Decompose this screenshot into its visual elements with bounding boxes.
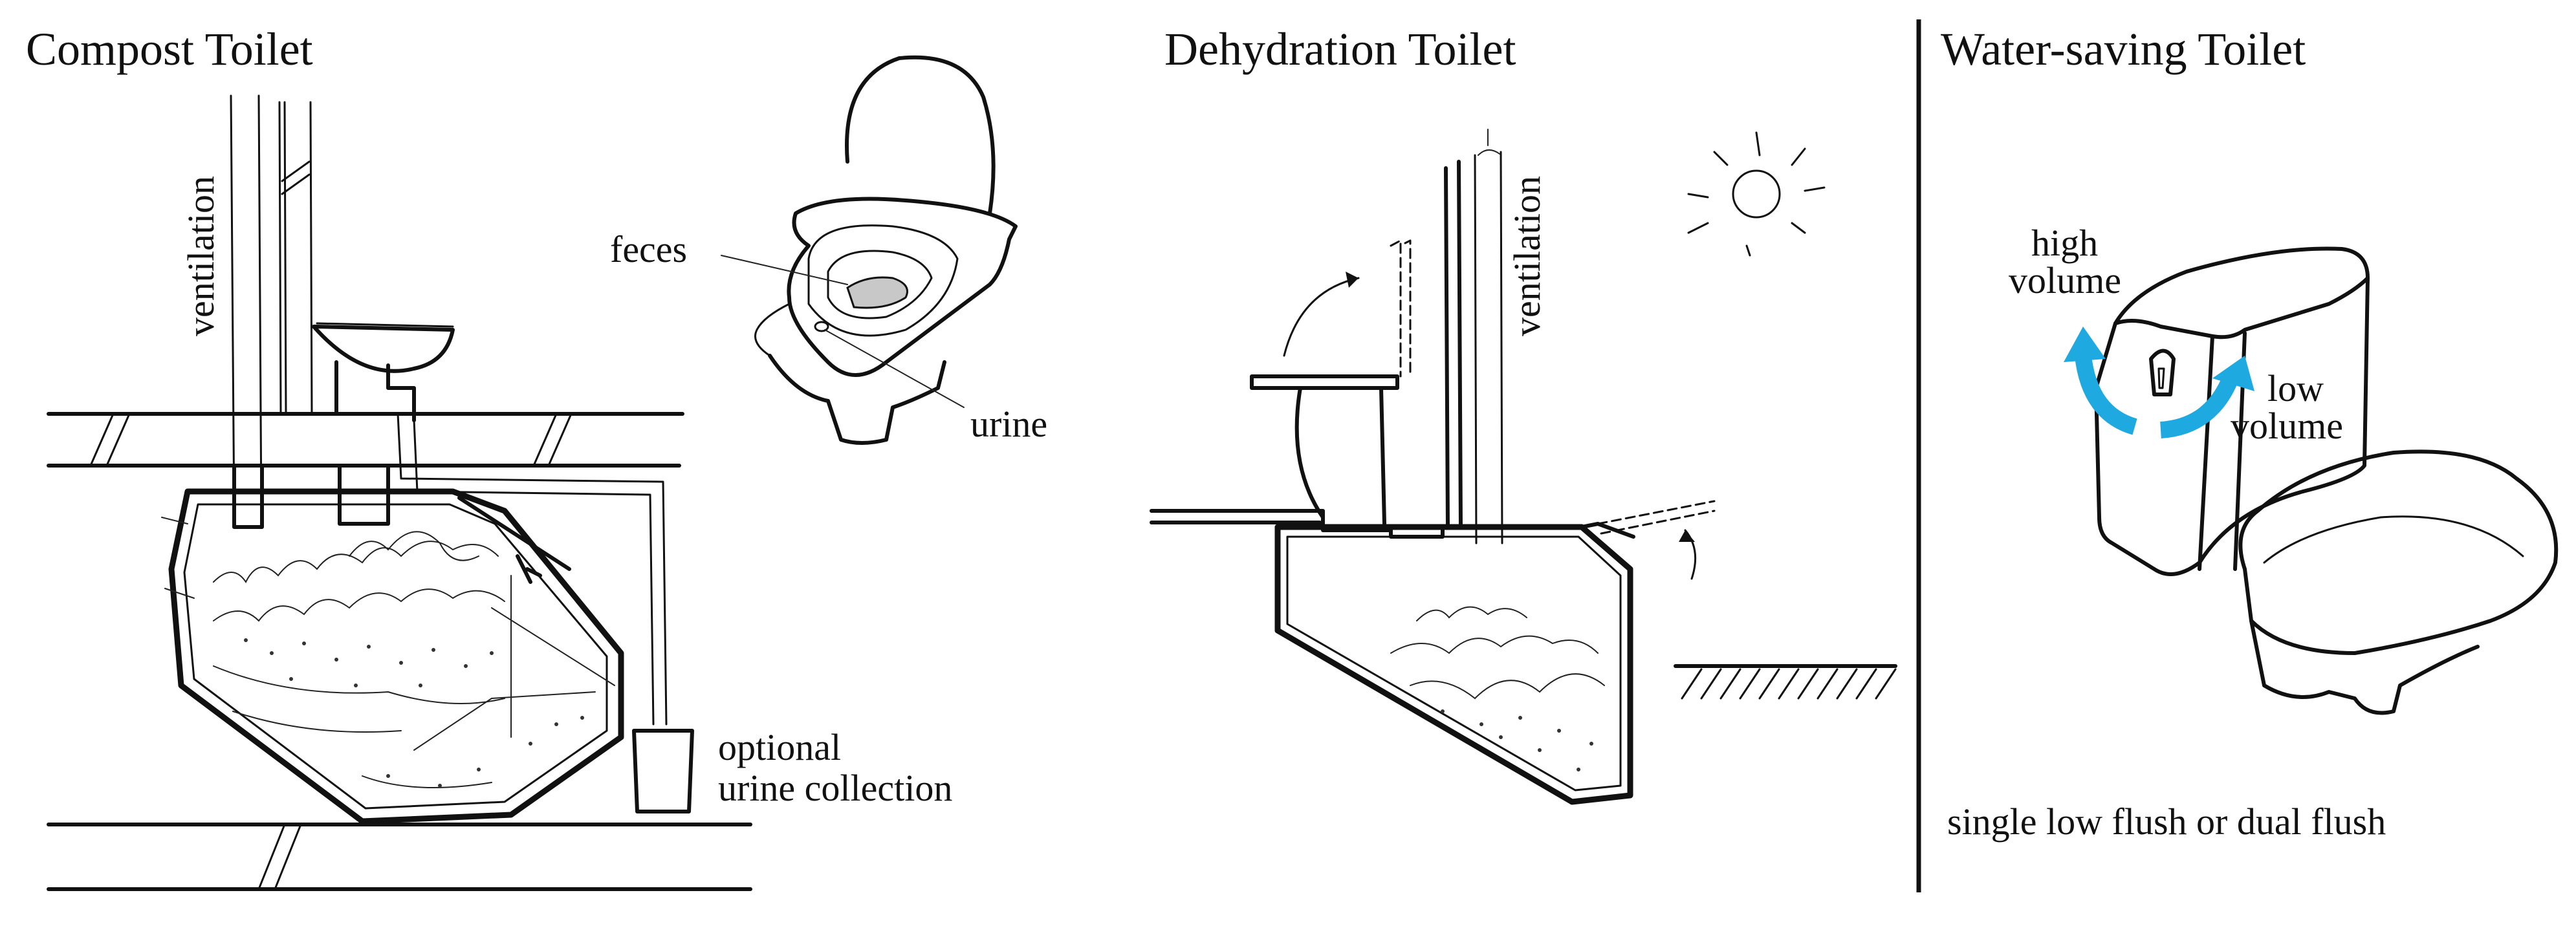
- flush-button-icon: [2149, 349, 2176, 396]
- dehydration-access-lid: [1580, 500, 1716, 580]
- high-volume-label-line1: high: [2031, 222, 2098, 264]
- compost-toilet-panel: Compost Toilet ventilation: [26, 23, 1047, 891]
- low-volume-label-line2: volume: [2231, 405, 2343, 447]
- water-saving-toilet-panel: Water-saving Toilet high volume l: [1941, 23, 2559, 843]
- compost-ventilation-label: ventilation: [180, 176, 222, 336]
- dehydration-toilet-panel: Dehydration Toilet ventilation: [1150, 23, 1897, 805]
- dehydration-title: Dehydration Toilet: [1164, 23, 1516, 75]
- sun-icon: [1687, 131, 1826, 257]
- compost-urine-line: [397, 413, 668, 726]
- compost-chute-1: [232, 464, 264, 529]
- water-saving-caption: single low flush or dual flush: [1947, 801, 2386, 843]
- dual-flush-toilet-sketch: [2094, 246, 2559, 715]
- high-volume-label-line2: volume: [2009, 259, 2121, 301]
- dehydration-ventilation-label: ventilation: [1506, 176, 1548, 336]
- low-volume-arrow: [2159, 356, 2254, 438]
- compost-title: Compost Toilet: [26, 23, 313, 75]
- dehydration-texture-dots: [1441, 709, 1593, 771]
- compost-floor-slab: [47, 412, 684, 468]
- compost-bowl: [312, 322, 455, 422]
- compost-chamber: [161, 488, 624, 824]
- dehydration-chamber: [1274, 524, 1633, 805]
- urine-leader-line: [824, 329, 965, 408]
- compost-chute-2: [338, 464, 390, 526]
- compost-texture-dots: [244, 638, 584, 788]
- feces-leader-line: [721, 255, 848, 285]
- urine-diverting-toilet-sketch: [754, 55, 1018, 445]
- water-saving-title: Water-saving Toilet: [1941, 23, 2306, 75]
- dehydration-seat: [1250, 239, 1412, 526]
- compost-vent-pipe: [230, 94, 313, 519]
- dehydration-vent-pipe: [1444, 129, 1503, 544]
- optional-label-line2: urine collection: [718, 767, 952, 809]
- low-volume-label-line1: low: [2267, 367, 2324, 409]
- feces-label: feces: [610, 228, 687, 270]
- dehydration-ground: [1674, 664, 1897, 700]
- optional-label-line1: optional: [718, 726, 841, 768]
- urine-collection-bucket: [632, 729, 694, 813]
- urine-label: urine: [970, 403, 1047, 445]
- high-volume-arrow: [2064, 327, 2137, 435]
- compost-ground: [47, 823, 752, 891]
